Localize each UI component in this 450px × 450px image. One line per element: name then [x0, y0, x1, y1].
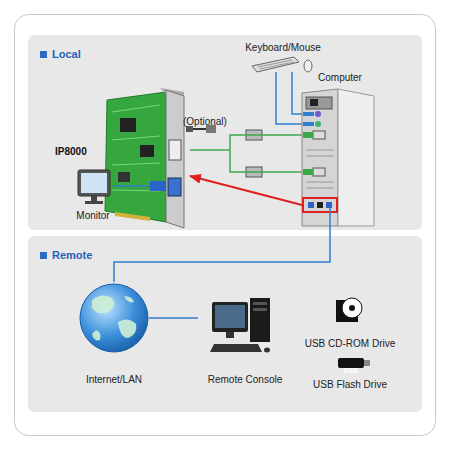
device-node: Keyboard/Mouse [243, 42, 323, 72]
local-panel [28, 35, 422, 230]
device-label: Computer [318, 72, 362, 84]
power-socket [310, 99, 318, 106]
chip [118, 172, 130, 182]
continents [92, 295, 136, 340]
usb-highlight [303, 198, 337, 212]
optional-cable [193, 128, 206, 130]
device-node: Computer [302, 72, 378, 228]
panel-heading: Local [40, 48, 81, 61]
console-screen [215, 305, 245, 328]
cd-hole [349, 305, 355, 311]
region-panel: Local Keyboard/MouseComputerIP8000Monitor [28, 35, 422, 230]
device-node: Internet/LAN [79, 282, 149, 386]
lan-cable-stub [329, 208, 331, 228]
cable-connector [292, 72, 302, 114]
power-supply [306, 97, 332, 109]
console-tower [250, 298, 270, 342]
device-label: Remote Console [208, 374, 282, 386]
device-label: IP8000 [55, 146, 87, 158]
chip [140, 145, 154, 157]
usb-port [308, 202, 314, 208]
device-label: Monitor [76, 210, 109, 222]
tower-back [302, 89, 338, 226]
device-marking: USB [344, 367, 359, 375]
cable-connector [190, 176, 302, 205]
part-label: (Optional) [183, 116, 227, 128]
video-port [313, 168, 325, 176]
video-port [313, 131, 325, 139]
tower-side [338, 89, 374, 226]
label-holder: USB CD-ROM Drive [305, 333, 396, 351]
label-holder: USB [344, 359, 359, 377]
cable-connector [114, 228, 330, 282]
chip [120, 118, 136, 132]
cable-connector [190, 135, 302, 172]
outer-frame [15, 15, 436, 436]
console-keyboard [210, 344, 262, 352]
keyboard-keys [258, 60, 294, 69]
device-node: IP8000 [150, 90, 190, 228]
edge-connector [115, 212, 150, 221]
device-node: Monitor [72, 168, 114, 222]
monitor-screen [81, 173, 107, 193]
video-plug [303, 169, 313, 175]
video-plug [303, 132, 313, 138]
cable-connector [149, 317, 198, 319]
pcb-traces [112, 105, 160, 191]
usb-port [317, 202, 323, 208]
console-drive-bay [253, 302, 267, 305]
lan-port [326, 202, 332, 208]
ps2-port [315, 121, 321, 127]
part-label: USB CD-ROM Drive [305, 338, 396, 350]
label-holder: (Optional) [183, 111, 227, 129]
cable-connector [276, 72, 302, 124]
card-bracket [166, 90, 184, 228]
expansion-slots [306, 150, 334, 188]
keyboard [252, 57, 299, 72]
vga-plug [150, 181, 166, 191]
device-label: Keyboard/Mouse [245, 42, 321, 54]
ps2-plug [303, 122, 314, 126]
console-drive-bay [253, 308, 267, 311]
cd-disc [342, 298, 362, 318]
monitor-bezel [78, 170, 110, 196]
vga-port [168, 178, 181, 196]
ps2-plug [303, 112, 314, 116]
console-monitor [212, 302, 248, 332]
panel-heading: Remote [40, 249, 92, 262]
mouse [304, 60, 312, 72]
part-label: USB Flash Drive [313, 379, 387, 391]
monitor-base [85, 201, 103, 204]
console-mouse [264, 348, 270, 353]
device-label: Internet/LAN [86, 374, 142, 386]
device-node: Remote Console [198, 295, 292, 386]
label-holder: USB Flash Drive [313, 374, 387, 392]
ps2-port [315, 111, 321, 117]
cable-connector [114, 185, 150, 187]
flash-drive-plug [364, 360, 370, 366]
monitor-stand [91, 196, 97, 201]
flash-drive-body [338, 358, 364, 368]
console-stand [226, 332, 234, 338]
globe [80, 284, 148, 352]
dvi-port [169, 140, 181, 160]
pcb-board [105, 92, 166, 222]
